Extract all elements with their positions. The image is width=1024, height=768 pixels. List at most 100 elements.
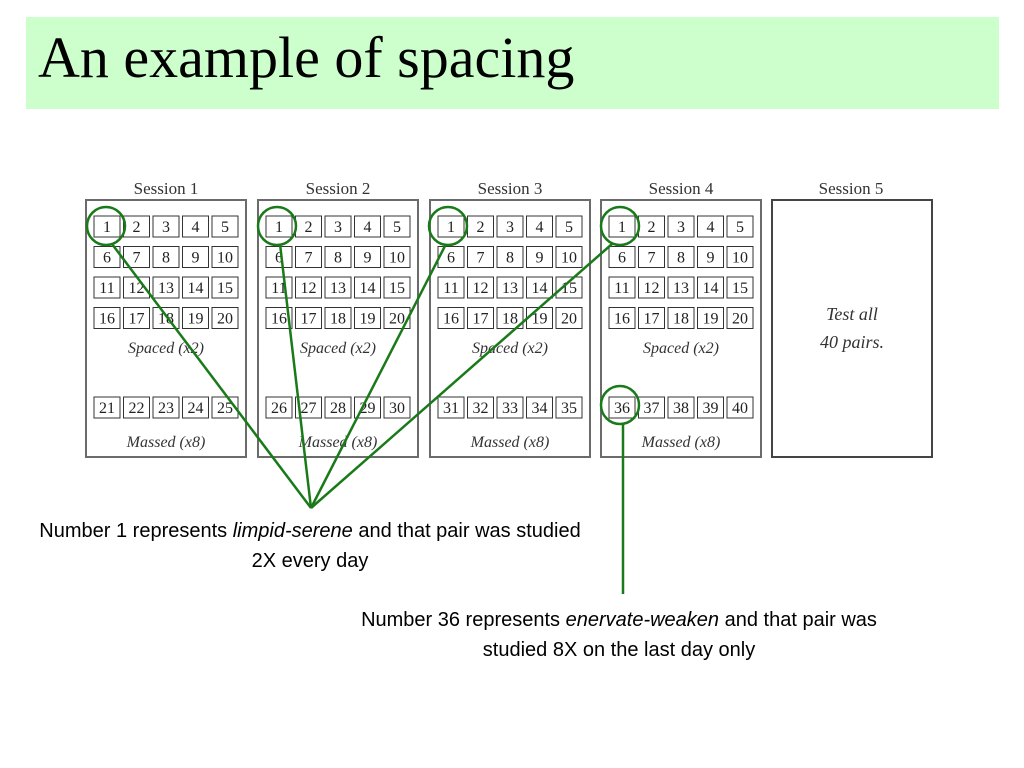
pair-cell [496,307,524,329]
pair-number: 1 [618,219,626,236]
pair-number: 20 [217,311,233,328]
pair-number: 7 [477,250,485,267]
pair-number: 2 [648,219,656,236]
pair-number: 36 [614,400,630,417]
session-label: Session 4 [649,179,714,198]
pair-number: 38 [673,400,689,417]
pair-number: 3 [677,219,685,236]
pair-number: 35 [561,400,577,417]
pair-cell [667,396,695,419]
pair-cell [667,215,695,238]
spaced-label: Spaced (x2) [300,340,376,357]
spaced-label: Spaced (x2) [643,340,719,357]
pair-cell [667,246,695,268]
massed-label: Massed (x8) [298,434,378,451]
pair-number: 32 [473,400,489,417]
pair-cell [496,246,524,268]
session-label: Session 3 [478,179,543,198]
pair-cell [123,246,150,268]
spaced-label: Spaced (x2) [472,340,548,357]
highlight-circle [85,205,127,247]
pair-number: 18 [330,311,346,328]
pair-cell [555,307,583,329]
connector-line [111,243,312,509]
pair-number: 4 [364,219,372,236]
pair-cell [354,246,381,268]
pair-number: 14 [360,280,376,297]
pair-number: 2 [477,219,485,236]
pair-cell [354,215,381,238]
pair-cell [726,246,754,268]
highlight-circle [599,205,641,247]
pair-cell [295,246,322,268]
pair-cell [123,215,150,238]
pair-number: 22 [129,400,145,417]
test-panel [771,199,933,458]
pair-number: 12 [644,280,660,297]
pair-cell [608,215,636,238]
caption-number-1: Number 1 represents limpid-serene and th… [30,516,590,576]
pair-cell [697,276,724,299]
pair-number: 17 [473,311,489,328]
highlight-circle [599,384,641,426]
pair-number: 20 [561,311,577,328]
caption-2-suffix: and that pair was studied 8X on the last… [482,609,877,661]
pair-cell [726,276,754,299]
pair-cell [697,215,724,238]
pair-cell [93,307,121,329]
pair-number: 34 [532,400,548,417]
pair-number: 6 [103,250,111,267]
pair-number: 18 [673,311,689,328]
slide-title: An example of spacing [38,25,575,90]
pair-number: 13 [502,280,518,297]
pair-number: 5 [221,219,229,236]
pair-cell [437,396,465,419]
pair-cell [467,396,494,419]
spaced-label: Spaced (x2) [128,340,204,357]
pair-number: 39 [703,400,719,417]
pair-cell [324,307,352,329]
pair-number: 11 [271,280,286,297]
pair-number: 19 [532,311,548,328]
pair-number: 5 [565,219,573,236]
pair-number: 7 [305,250,313,267]
pair-number: 25 [217,400,233,417]
pair-number: 4 [707,219,715,236]
pair-cell [182,246,209,268]
pair-number: 7 [648,250,656,267]
pair-number: 10 [732,250,748,267]
pair-number: 8 [506,250,514,267]
pair-number: 13 [158,280,174,297]
pair-number: 15 [732,280,748,297]
pair-cell [555,215,583,238]
pair-cell [93,276,121,299]
pair-number: 16 [99,311,115,328]
connector-line [278,243,313,509]
pair-number: 10 [389,250,405,267]
pair-number: 12 [301,280,317,297]
pair-number: 18 [158,311,174,328]
pair-number: 40 [732,400,748,417]
pair-cell [211,215,239,238]
caption-2-term: enervate-weaken [565,609,720,631]
pair-cell [496,276,524,299]
pair-cell [211,246,239,268]
pair-cell [437,276,465,299]
pair-cell [726,396,754,419]
massed-label: Massed (x8) [126,434,206,451]
pair-number: 14 [188,280,204,297]
pair-number: 33 [502,400,518,417]
pair-cell [93,246,121,268]
pair-number: 2 [133,219,141,236]
pair-number: 19 [360,311,376,328]
pair-cell [496,396,524,419]
pair-cell [697,246,724,268]
pair-number: 16 [614,311,630,328]
pair-cell [324,396,352,419]
pair-cell [467,246,494,268]
pair-cell [555,246,583,268]
pair-cell [383,215,411,238]
pair-cell [667,276,695,299]
pair-number: 6 [275,250,283,267]
